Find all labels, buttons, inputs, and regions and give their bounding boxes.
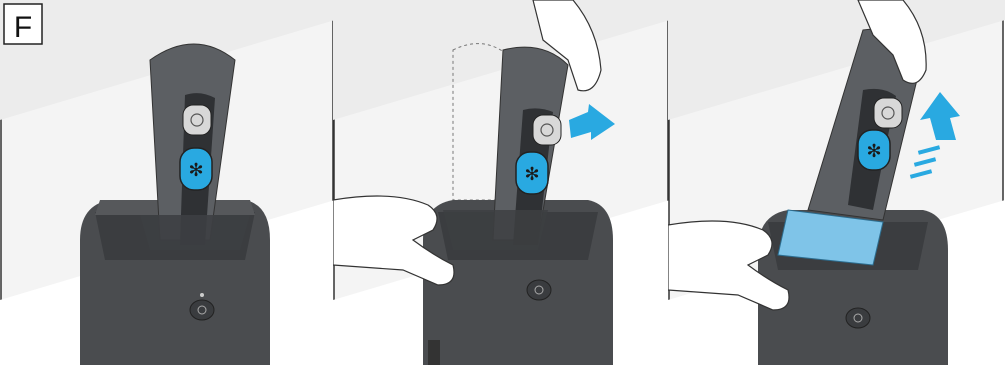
panel-2: ✻	[333, 0, 670, 365]
snowflake-icon: ✻	[524, 164, 539, 185]
snowflake-icon: ✻	[866, 141, 881, 162]
panel-3: ✻	[668, 0, 1005, 365]
step-letter: F	[14, 11, 32, 44]
snowflake-icon: ✻	[188, 160, 203, 181]
panel-1: ✻ F	[0, 0, 335, 365]
